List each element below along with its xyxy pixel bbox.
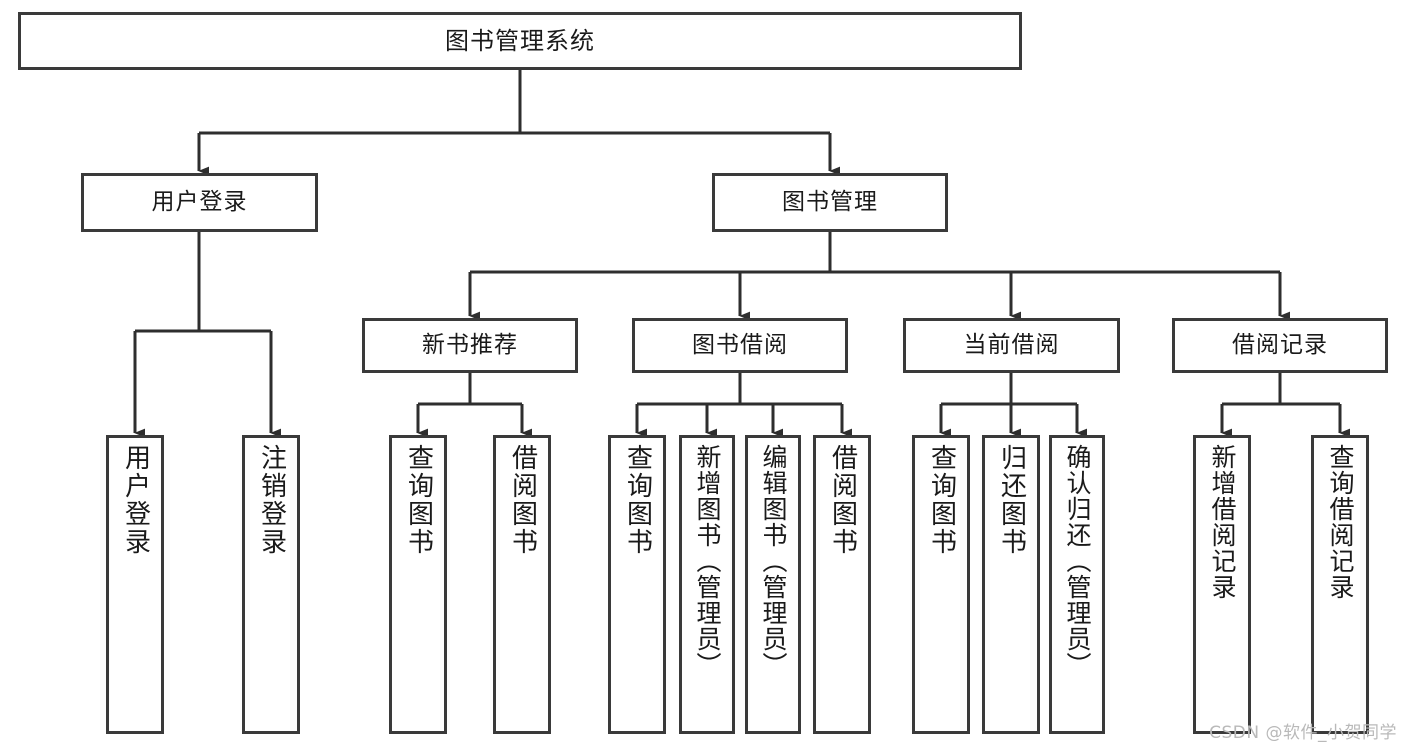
- node-root-system[interactable]: 图书管理系统: [18, 12, 1022, 70]
- node-label: 查询借阅记录: [1326, 444, 1355, 600]
- node-label: 新书推荐: [422, 331, 518, 358]
- node-new-book-recommend[interactable]: 新书推荐: [362, 318, 578, 373]
- node-label: 当前借阅: [963, 331, 1060, 358]
- leaf-confirm-return-admin[interactable]: 确认归还（管理员）: [1049, 435, 1105, 734]
- node-label: 注销登录: [256, 444, 287, 556]
- leaf-borrow-book-recommend[interactable]: 借阅图书: [493, 435, 551, 734]
- leaf-edit-book-admin[interactable]: 编辑图书（管理员）: [745, 435, 801, 734]
- node-book-management[interactable]: 图书管理: [712, 173, 948, 232]
- leaf-borrow-book[interactable]: 借阅图书: [813, 435, 871, 734]
- node-label: 用户登录: [151, 188, 248, 215]
- node-label: 归还图书: [996, 444, 1027, 556]
- node-label: 确认归还（管理员）: [1063, 444, 1092, 678]
- node-current-borrow[interactable]: 当前借阅: [903, 318, 1120, 373]
- node-label: 图书管理: [782, 188, 878, 215]
- leaf-user-login[interactable]: 用户登录: [106, 435, 164, 734]
- node-label: 借阅图书: [507, 444, 538, 556]
- node-label: 用户登录: [120, 444, 151, 556]
- node-label: 图书管理系统: [445, 26, 595, 55]
- node-borrow-record[interactable]: 借阅记录: [1172, 318, 1388, 373]
- leaf-query-book-current[interactable]: 查询图书: [912, 435, 970, 734]
- leaf-return-book[interactable]: 归还图书: [982, 435, 1040, 734]
- leaf-query-book[interactable]: 查询图书: [608, 435, 666, 734]
- node-label: 借阅记录: [1232, 331, 1328, 358]
- node-label: 查询图书: [403, 444, 434, 556]
- watermark-text: CSDN @软件_小贺同学: [1209, 723, 1397, 743]
- node-user-login[interactable]: 用户登录: [81, 173, 318, 232]
- leaf-query-book-recommend[interactable]: 查询图书: [389, 435, 447, 734]
- node-label: 图书借阅: [692, 331, 788, 358]
- node-label: 借阅图书: [827, 444, 858, 556]
- node-label: 编辑图书（管理员）: [759, 444, 788, 678]
- leaf-add-borrow-record[interactable]: 新增借阅记录: [1193, 435, 1251, 734]
- node-label: 查询图书: [926, 444, 957, 556]
- node-label: 新增借阅记录: [1208, 444, 1237, 600]
- leaf-add-book-admin[interactable]: 新增图书（管理员）: [679, 435, 735, 734]
- leaf-logout[interactable]: 注销登录: [242, 435, 300, 734]
- node-book-borrow[interactable]: 图书借阅: [632, 318, 848, 373]
- node-label: 新增图书（管理员）: [693, 444, 722, 678]
- node-label: 查询图书: [622, 444, 653, 556]
- leaf-query-borrow-record[interactable]: 查询借阅记录: [1311, 435, 1369, 734]
